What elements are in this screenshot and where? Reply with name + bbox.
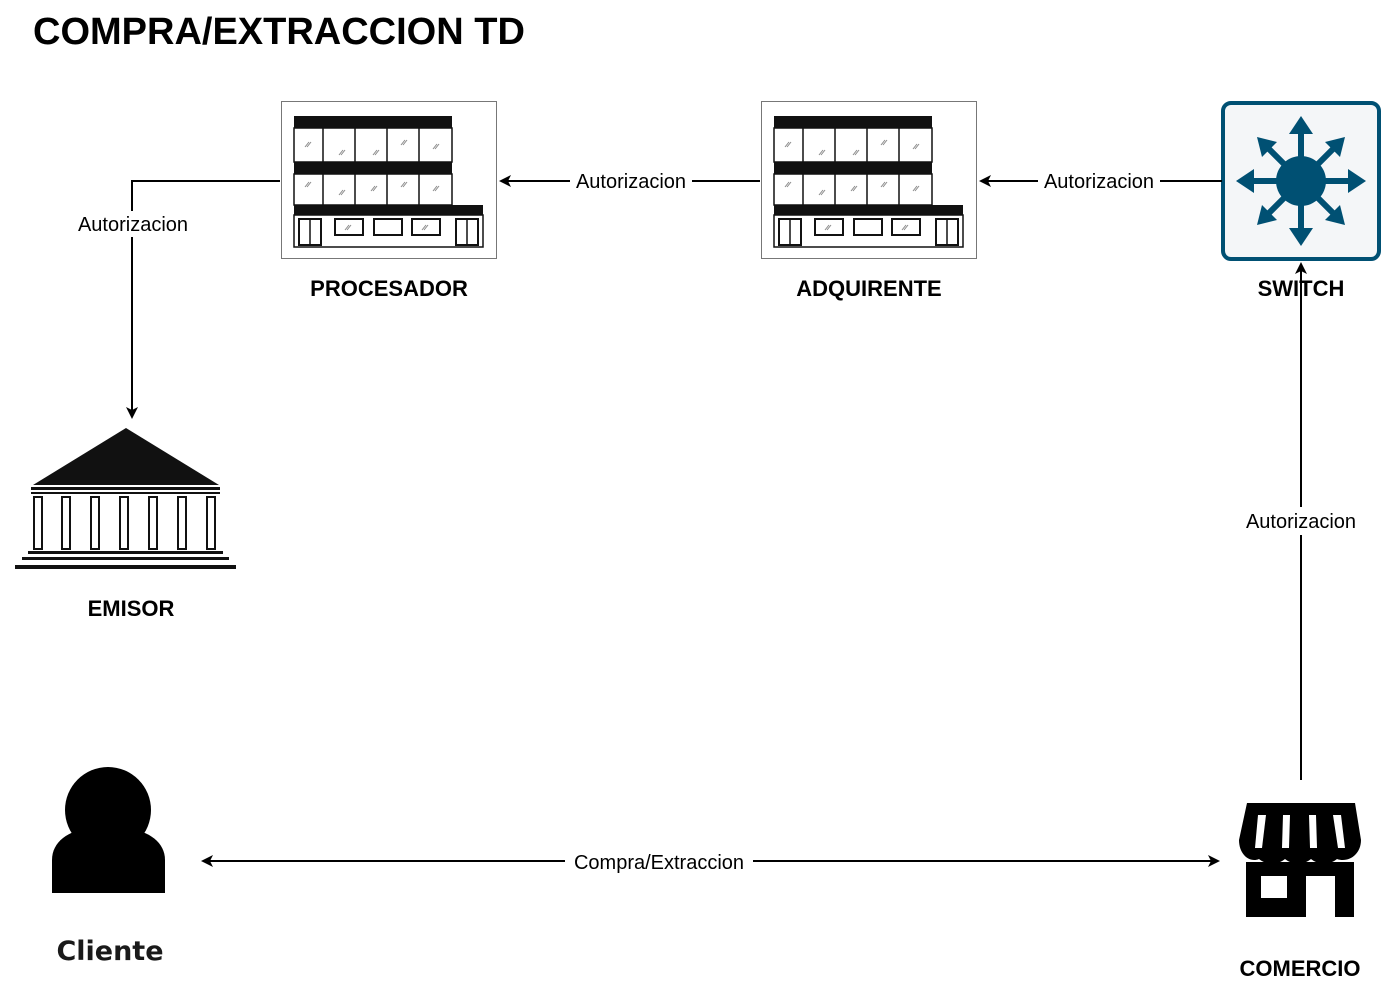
- user-icon: [52, 767, 165, 893]
- office-building-icon: [281, 101, 497, 259]
- office-building-icon: [761, 101, 977, 259]
- comercio-label: COMERCIO: [1240, 956, 1361, 981]
- edge-adquirente-procesador: Autorizacion: [499, 168, 760, 194]
- adquirente-node[interactable]: ADQUIRENTE: [761, 101, 977, 302]
- edge-procesador-emisor: Autorizacion: [70, 180, 280, 419]
- emisor-label: EMISOR: [88, 596, 175, 621]
- edge-label: Autorizacion: [1044, 171, 1154, 193]
- network-switch-icon: [1221, 101, 1381, 261]
- cliente-label: Cliente: [56, 936, 163, 967]
- comercio-node[interactable]: COMERCIO: [1239, 803, 1361, 981]
- adquirente-label: ADQUIRENTE: [796, 276, 941, 301]
- procesador-label: PROCESADOR: [310, 276, 468, 301]
- edge-label: Compra/Extraccion: [574, 852, 744, 874]
- edge-label: Autorizacion: [78, 214, 188, 236]
- edge-comercio-switch: Autorizacion: [1238, 262, 1364, 780]
- edge-label: Autorizacion: [1246, 511, 1356, 533]
- edge-switch-adquirente: Autorizacion: [979, 168, 1222, 194]
- procesador-node[interactable]: PROCESADOR: [281, 101, 497, 302]
- edge-cliente-comercio: Compra/Extraccion: [201, 848, 1220, 874]
- bank-icon: [15, 428, 236, 569]
- emisor-node[interactable]: EMISOR: [15, 428, 236, 621]
- switch-node[interactable]: SWITCH: [1221, 101, 1381, 301]
- cliente-node[interactable]: Cliente: [52, 767, 165, 967]
- edge-label: Autorizacion: [576, 171, 686, 193]
- store-icon: [1239, 803, 1361, 917]
- diagram-title: COMPRA/EXTRACCION TD: [33, 11, 525, 53]
